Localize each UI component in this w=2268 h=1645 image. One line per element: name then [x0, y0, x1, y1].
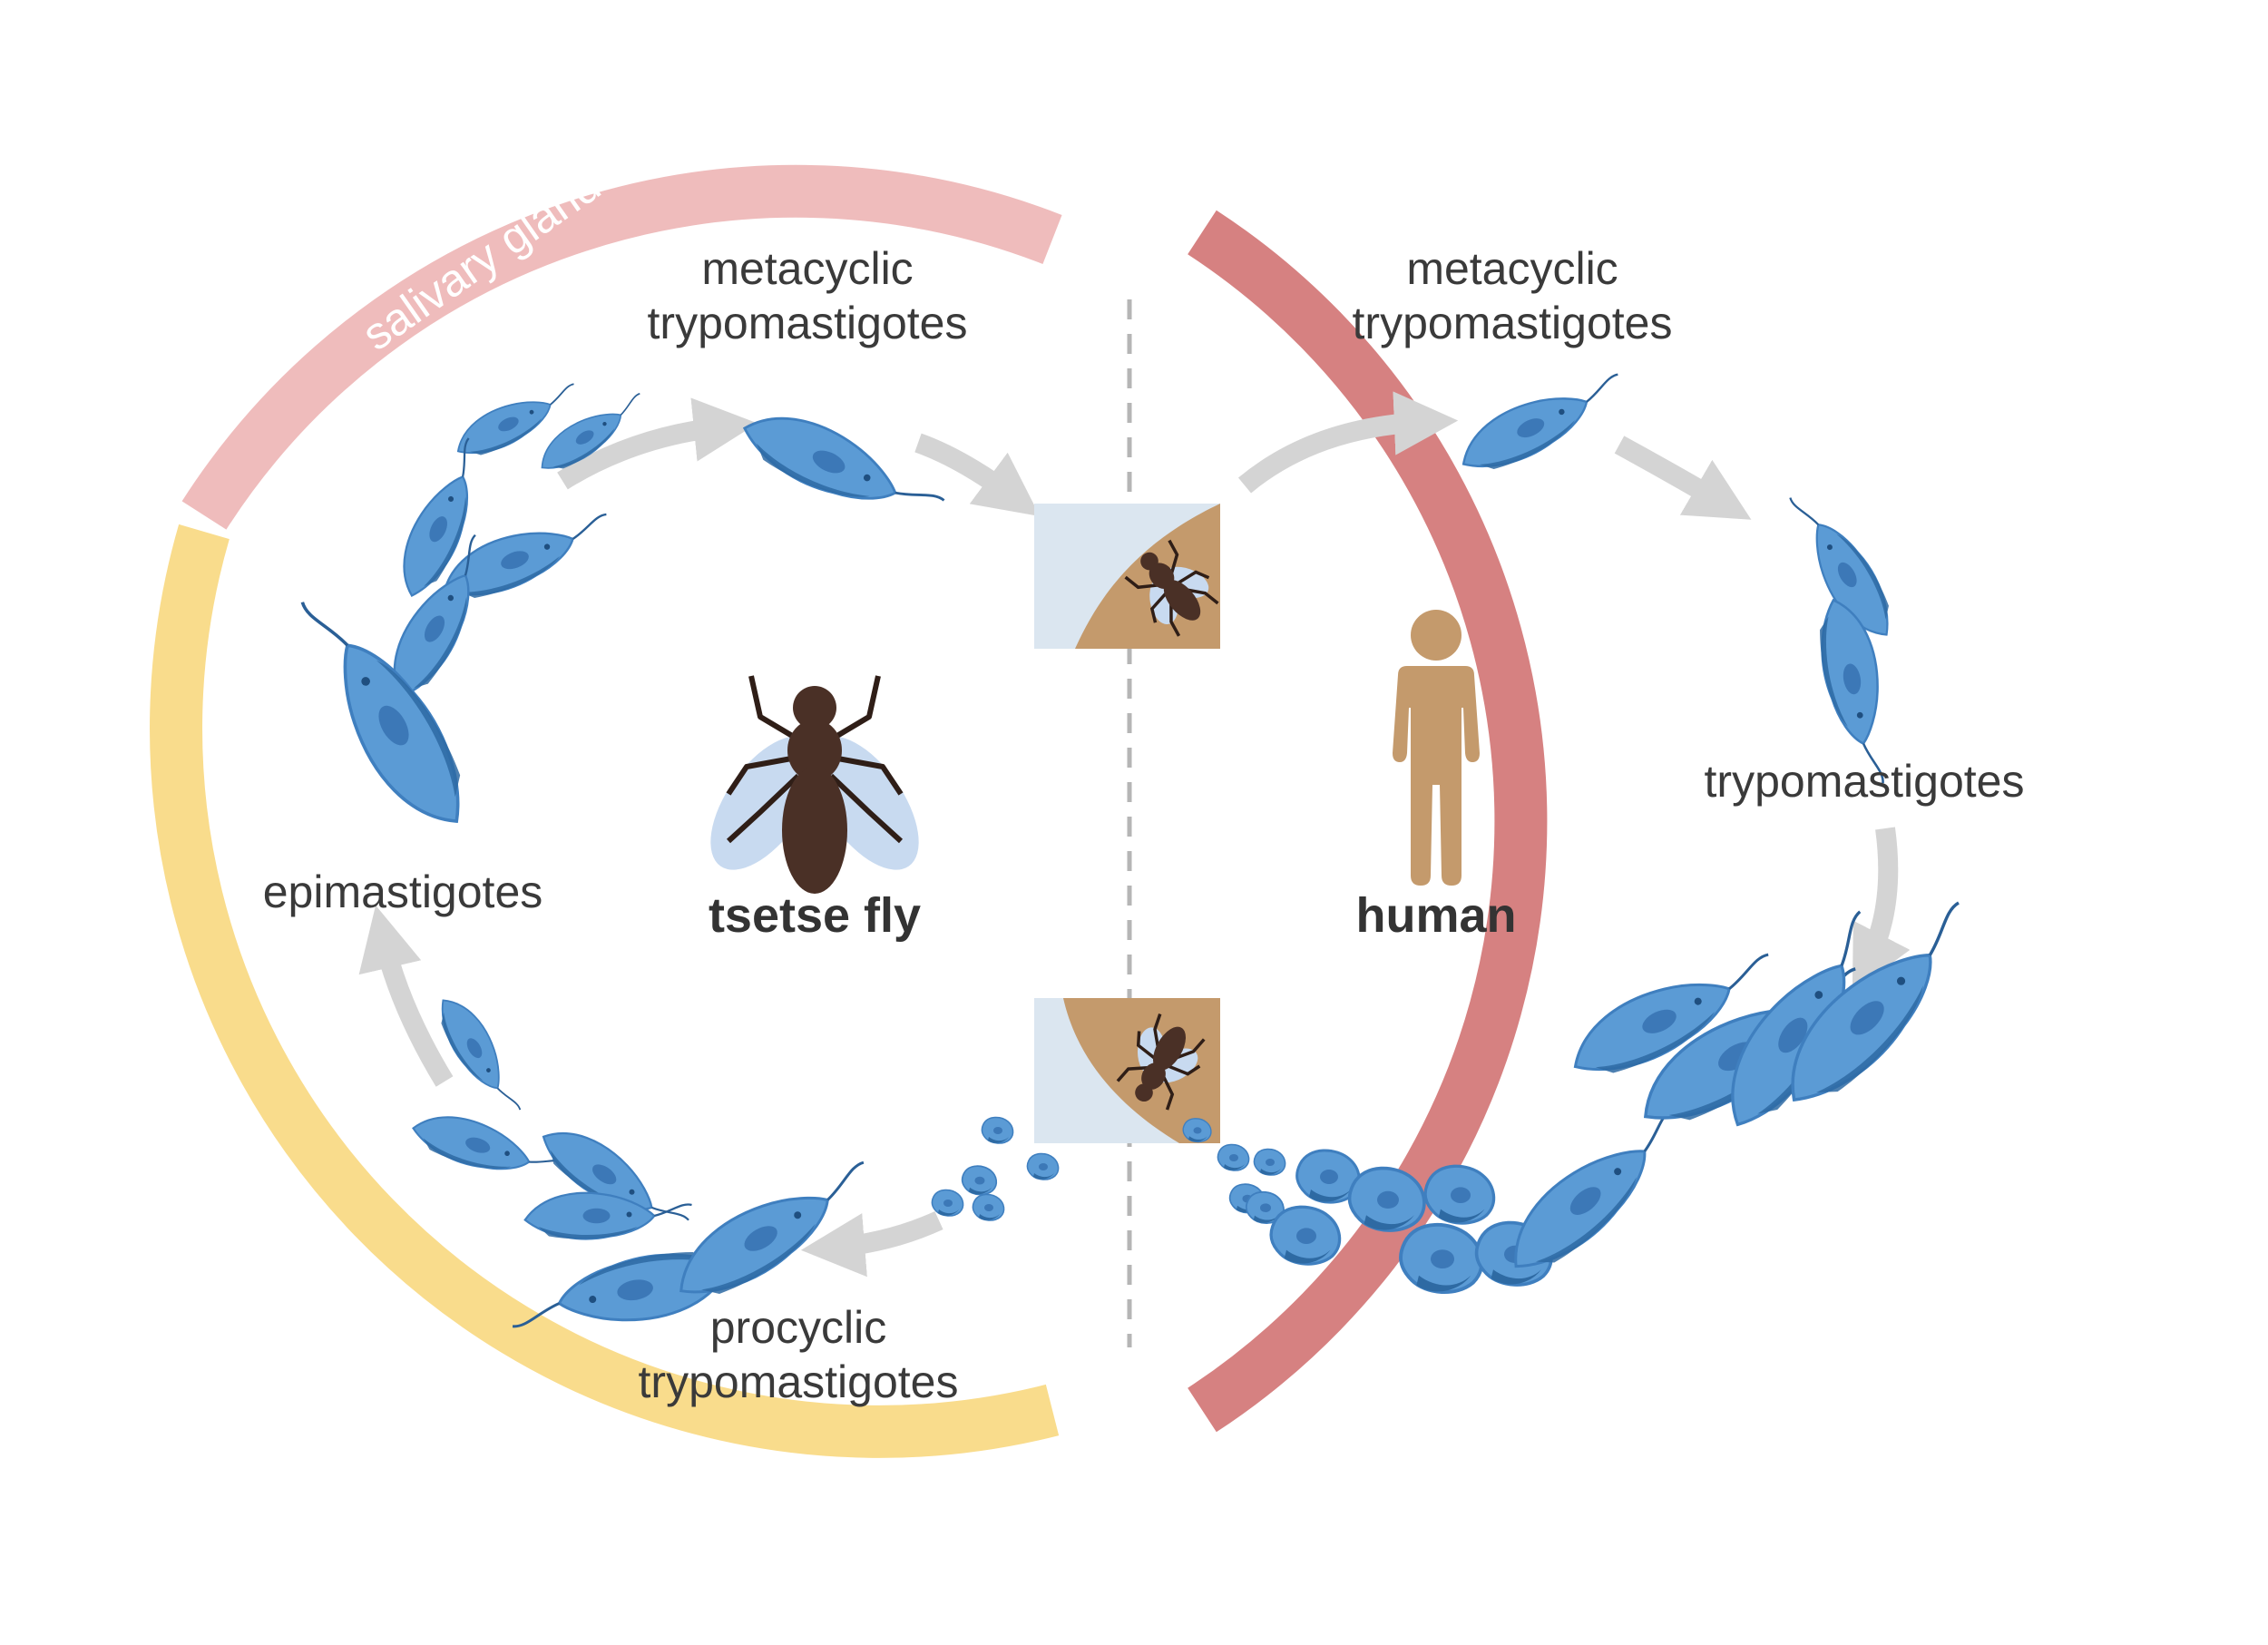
procyclic-label: procyclic trypomastigotes	[639, 1302, 959, 1407]
human-title: human	[1355, 888, 1516, 943]
salivary-gland-arc	[181, 164, 1062, 530]
procyclic-line2: trypomastigotes	[639, 1356, 959, 1407]
fly-gut-arc	[150, 524, 1060, 1458]
epimastigotes-label: epimastigotes	[263, 867, 543, 917]
tsetse-fly-icon	[710, 675, 919, 894]
human-metacyclic-label: metacyclic trypomastigotes	[1353, 243, 1673, 348]
fly-metacyclic-line2: trypomastigotes	[648, 298, 968, 348]
process-arrows	[358, 391, 1911, 1278]
human-metacyclic-line1: metacyclic	[1406, 243, 1618, 294]
trypomastigotes-label: trypomastigotes	[1705, 756, 2025, 807]
fly-metacyclic-label: metacyclic trypomastigotes	[648, 243, 968, 348]
parasite-group-fly-metacyclic	[447, 374, 953, 541]
tsetse-fly-title: tsetse fly	[709, 888, 921, 943]
procyclic-line1: procyclic	[710, 1302, 886, 1353]
parasite-group-epimastigotes	[284, 432, 621, 845]
salivary-gland-label: salivary gland	[353, 160, 610, 360]
bite-square-bottom	[1034, 998, 1220, 1143]
human-metacyclic-line2: trypomastigotes	[1353, 298, 1673, 348]
bite-square-top	[1034, 504, 1220, 649]
fly-metacyclic-line1: metacyclic	[701, 243, 913, 294]
blood-arc	[1188, 210, 1548, 1433]
blood-label: blood	[1734, 239, 1853, 347]
human-icon	[1393, 610, 1480, 886]
